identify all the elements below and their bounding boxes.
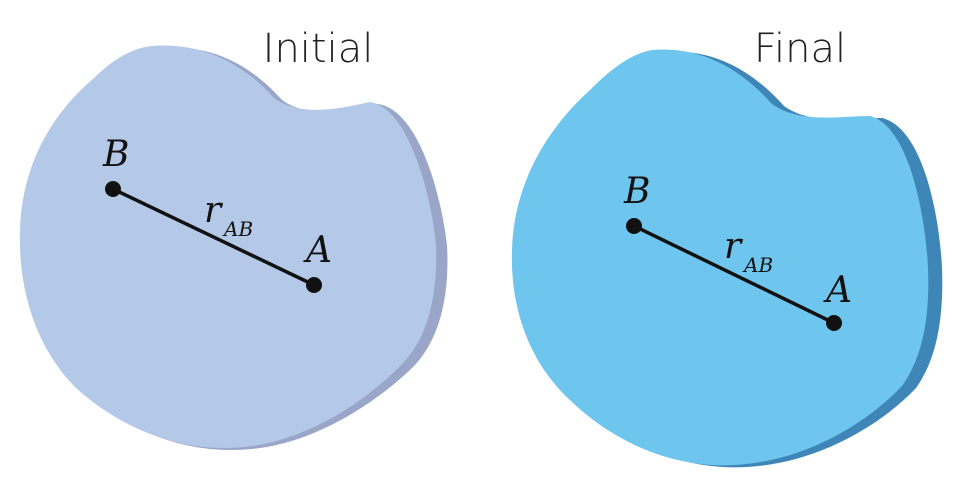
vector-symbol-final: r (724, 226, 743, 267)
panel-final: Final B A r AB (511, 26, 943, 468)
point-a-dot-initial (306, 277, 322, 293)
vector-subscript-initial: AB (222, 217, 253, 241)
point-a-label-initial: A (303, 230, 332, 271)
panel-title-initial: Initial (263, 26, 374, 72)
vector-line-initial (112, 187, 315, 287)
point-b-dot-initial (105, 181, 121, 197)
vector-line-final (633, 224, 835, 325)
panel-initial: Initial B A r AB (19, 26, 448, 451)
panel-title-final: Final (754, 26, 846, 72)
point-a-label-final: A (823, 270, 852, 311)
body-face-final (511, 49, 929, 466)
vector-symbol-initial: r (204, 190, 223, 231)
vector-subscript-final: AB (742, 253, 773, 277)
body-face-initial (19, 45, 437, 449)
point-a-dot-final (826, 315, 842, 331)
point-b-dot-final (626, 218, 642, 234)
point-b-label-initial: B (102, 134, 129, 175)
point-b-label-final: B (623, 171, 650, 212)
